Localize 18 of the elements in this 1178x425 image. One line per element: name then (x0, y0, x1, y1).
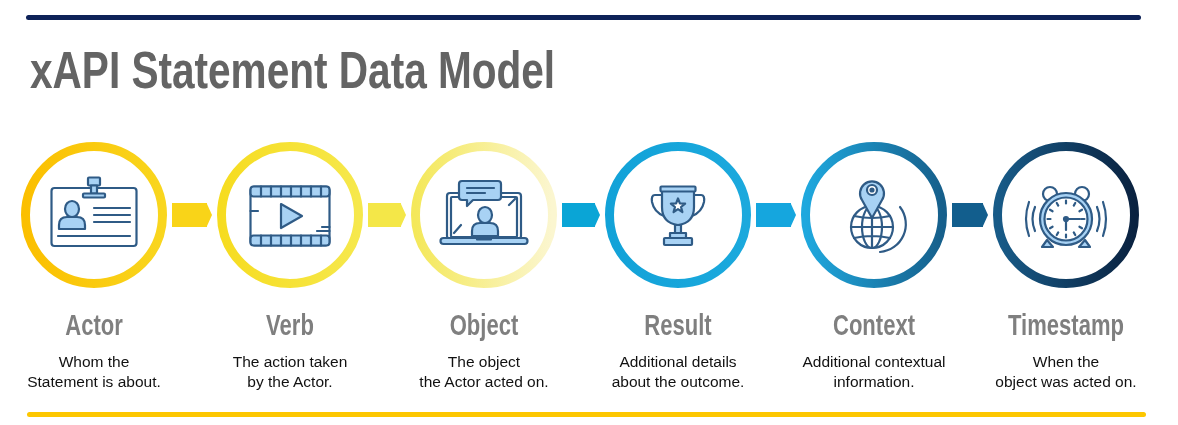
arrow (756, 203, 796, 227)
step-description: Additional details about the outcome. (611, 352, 745, 392)
diagram-title: xAPI Statement Data Model (30, 44, 556, 96)
step-description: When the object was acted on. (995, 352, 1137, 392)
step-title: Context (833, 310, 915, 340)
arrow (368, 203, 406, 227)
step-title: Actor (65, 310, 123, 340)
arrow (562, 203, 600, 227)
step-description: The action taken by the Actor. (232, 352, 348, 392)
step-description: Additional contextual information. (802, 352, 946, 392)
arrow (952, 203, 988, 227)
step-title: Object (449, 310, 519, 340)
step-title: Timestamp (1008, 310, 1124, 340)
arrow (172, 203, 212, 227)
step-title: Verb (266, 310, 314, 340)
step-description: The object the Actor acted on. (419, 352, 549, 392)
step-description: Whom the Statement is about. (27, 352, 161, 392)
step-title: Result (644, 310, 712, 340)
